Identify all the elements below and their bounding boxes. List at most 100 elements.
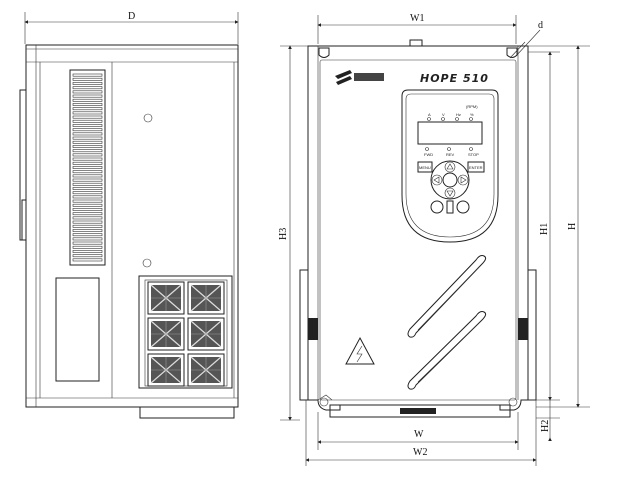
vent-slot: [72, 166, 103, 169]
screw-icon: [142, 258, 152, 268]
led-icon: [469, 117, 473, 121]
down-arrow-icon[interactable]: [444, 187, 456, 199]
vent-slot: [72, 254, 103, 258]
up-arrow-icon[interactable]: [444, 161, 456, 173]
vent-slot: [72, 216, 103, 220]
led-icon: [441, 117, 445, 121]
dim-W-label: W: [414, 429, 424, 440]
vent-slot: [72, 224, 103, 228]
vent-slot: [72, 140, 103, 144]
led-icon: [427, 117, 431, 121]
vent-slot: [72, 237, 103, 241]
enter-key-label: ENTER: [469, 165, 483, 170]
vent-slot: [72, 86, 103, 90]
indicator-label: %: [470, 112, 474, 117]
led-icon: [455, 117, 459, 121]
vent-slot: [72, 258, 103, 262]
fan-tile: [187, 317, 225, 351]
dim-H3-label: H3: [278, 228, 289, 240]
indicator-row: A V Hz%: [427, 112, 474, 121]
vent-slot: [72, 220, 103, 224]
dim-H1-label: H1: [539, 223, 550, 235]
vent-slot: [72, 174, 103, 178]
vent-slot: [72, 245, 103, 249]
menu-key[interactable]: [417, 161, 433, 173]
dim-H-label: H: [567, 223, 578, 230]
vent-slot: [72, 212, 103, 216]
led-icon: [425, 147, 429, 151]
vent-slot: [72, 98, 103, 102]
led-icon: [447, 147, 451, 151]
fan-tile: [147, 281, 185, 315]
fan-tile: [147, 317, 185, 351]
vent-slot: [72, 250, 103, 253]
vent-slot: [72, 170, 103, 174]
vent-slot: [72, 115, 103, 119]
stop-key[interactable]: [456, 200, 470, 214]
dim-W2-label: W2: [413, 447, 427, 458]
dpad[interactable]: [430, 160, 470, 200]
dim-D-label: D: [128, 11, 135, 22]
vent-slot: [72, 90, 103, 94]
front-vents: [407, 255, 487, 390]
vent-slot: [72, 128, 103, 132]
indicator-label: V: [442, 112, 445, 117]
fan-tile: [147, 353, 185, 387]
keypad: (RPM) A V Hz% FWD REV STOP MENU ENTER: [401, 89, 499, 243]
dim-d-label: d: [538, 20, 543, 31]
status-label: REV: [446, 152, 455, 157]
vent-slot: [72, 229, 103, 232]
vent-slot: [72, 178, 103, 182]
vent-slot: [72, 136, 103, 140]
vent-slot: [72, 149, 103, 153]
vent-slot: [72, 145, 103, 148]
status-row: FWD REV STOP: [424, 147, 479, 157]
vent-slot: [72, 241, 103, 245]
vent-slot: [72, 233, 103, 237]
warning-icon: [345, 336, 375, 365]
vent-slot: [72, 77, 103, 81]
vent-slot: [72, 187, 103, 190]
vent-slot: [72, 153, 103, 157]
vent-slot: [72, 195, 103, 199]
vent-slot: [72, 82, 103, 85]
enter-key[interactable]: [467, 161, 485, 173]
front-view: W1 d HOPE 510 (RP: [278, 13, 590, 466]
vent-slot: [72, 157, 103, 161]
fan-grill: [138, 275, 233, 389]
vent-slot: [72, 203, 103, 207]
status-label: FWD: [424, 152, 433, 157]
left-arrow-icon[interactable]: [431, 174, 443, 186]
menu-key-label: MENU: [419, 165, 431, 170]
vent-slot: [72, 124, 103, 127]
vent-slot: [72, 208, 103, 211]
screw-icon: [143, 113, 153, 123]
vent-slot: [72, 94, 103, 98]
vent-slot: [72, 161, 103, 165]
model-name: HOPE 510: [420, 72, 489, 85]
dpad-center-key[interactable]: [442, 172, 458, 188]
vent-slot: [72, 119, 103, 123]
keypad-rpm-label: (RPM): [466, 104, 478, 109]
status-label: STOP: [468, 152, 479, 157]
lcd-display: [417, 121, 483, 145]
indicator-label: Hz: [456, 112, 461, 117]
vent-slot: [72, 107, 103, 111]
vent-slot: [72, 191, 103, 195]
vent-slot: [72, 103, 103, 106]
vent-slot: [72, 132, 103, 136]
jog-key[interactable]: [446, 200, 454, 214]
vent-slot: [72, 111, 103, 115]
side-view: D: [19, 11, 239, 419]
dim-W1-label: W1: [410, 13, 424, 24]
fan-tile: [187, 281, 225, 315]
right-arrow-icon[interactable]: [457, 174, 469, 186]
vent-slot: [72, 73, 103, 77]
led-icon: [469, 147, 473, 151]
indicator-label: A: [428, 112, 431, 117]
dim-H2-label: H2: [540, 420, 551, 432]
vent-slot: [72, 199, 103, 203]
run-key[interactable]: [430, 200, 444, 214]
vent-slot: [72, 182, 103, 186]
